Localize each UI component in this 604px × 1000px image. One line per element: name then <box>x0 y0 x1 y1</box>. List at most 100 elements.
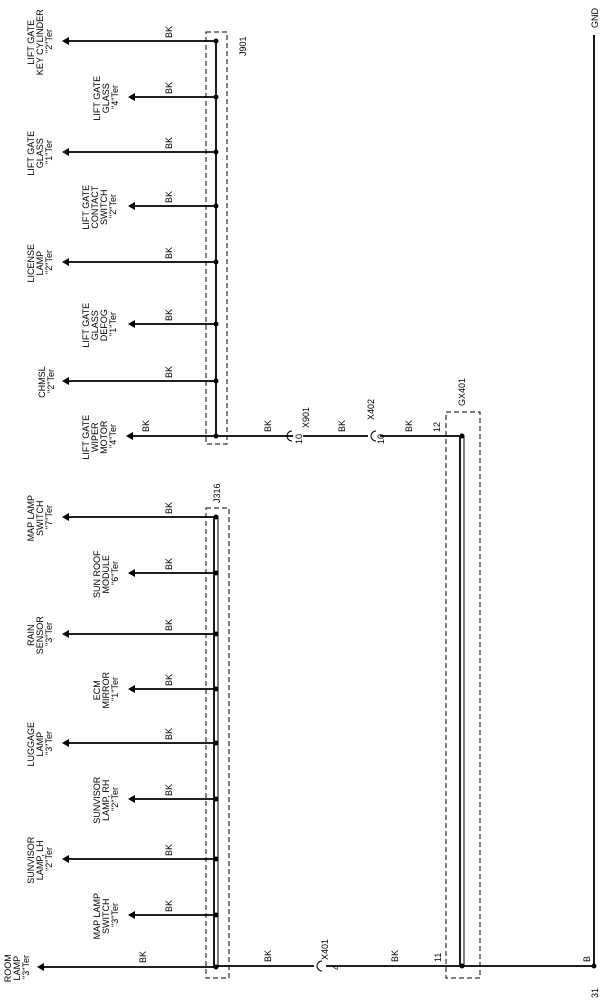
component-label: LICENSE LAMP "2"Ter <box>26 241 54 282</box>
wire-color-label: BK <box>263 950 273 962</box>
splice-dot <box>213 570 219 576</box>
wire-color-label: BK <box>263 420 273 432</box>
connector-terminal-icon <box>62 513 69 521</box>
lower-branch-8: BK MAP LAMP SWITCH "3"Ter <box>92 891 219 940</box>
upper-branch-4: BK LIFT GATE CONTACT SWITCH "2"Ter <box>81 182 219 230</box>
splice-dot <box>213 514 219 520</box>
x401-name-label: X401 <box>320 939 330 960</box>
splice-dot <box>213 912 219 918</box>
lower-branch-9: BK ROOM LAMP "3"Ter <box>3 951 219 982</box>
wire-color-label: BK <box>141 420 151 432</box>
component-label: LIFT GATE CONTACT SWITCH "2"Ter <box>81 182 118 229</box>
wire-color-label: BK <box>404 420 414 432</box>
upper-branch-1: BK LIFT GATE KEY CYLINDER "2"Ter <box>26 7 219 75</box>
lower-branch-6: BK SUNVISOR LAMP, RH "2"Ter <box>92 774 219 824</box>
wire-color-label: BK <box>164 728 174 740</box>
lower-branch-5: BK LUGGAGE LAMP "3"Ter <box>26 719 219 767</box>
component-label: LUGGAGE LAMP "3"Ter <box>26 719 54 766</box>
wire-color-label: BK <box>164 674 174 686</box>
connector-terminal-icon <box>128 93 135 101</box>
gx401-pin-label: 11 <box>433 953 443 962</box>
splice-dot <box>213 321 219 327</box>
wire-color-label: BK <box>164 784 174 796</box>
component-label: MAP LAMP SWITCH "7"Ter <box>26 493 54 542</box>
upper-branch-5: BK LICENSE LAMP "2"Ter <box>26 241 219 283</box>
wire-color-label: BK <box>164 82 174 94</box>
connector-terminal-icon <box>62 855 69 863</box>
component-label: LIFT GATE KEY CYLINDER "2"Ter <box>26 7 54 75</box>
gx401-pin-label: 12 <box>432 422 442 432</box>
lower-branch-7: BK SUNVISOR LAMP, LH "2"Ter <box>26 834 219 884</box>
connector-terminal-icon <box>128 685 135 693</box>
x401-pin-label: 4 <box>331 965 341 970</box>
ground-label: GND <box>590 8 600 29</box>
wire-color-label: BK <box>164 247 174 259</box>
x901-pin-label: 10 <box>294 434 304 444</box>
splice-dot <box>213 94 219 100</box>
x901-name-label: X901 <box>301 407 311 428</box>
component-label: SUNVISOR LAMP, RH "2"Ter <box>92 774 120 824</box>
wire-color-label: BK <box>337 420 347 432</box>
component-label: SUN ROOF MODULE "6"Ter <box>92 548 120 598</box>
splice-dot <box>213 149 219 155</box>
wire-color-label: BK <box>164 900 174 912</box>
connector-terminal-icon <box>62 37 69 45</box>
lower-branch-4: BK ECM MIRROR "1"Ter <box>92 669 219 709</box>
splice-dot <box>213 631 219 637</box>
component-label: LIFT GATE GLASS "1"Ter <box>26 128 54 175</box>
splice-dot <box>213 259 219 265</box>
upper-branch-3: BK LIFT GATE GLASS "1"Ter <box>26 128 219 176</box>
wire-color-label: BK <box>164 558 174 570</box>
ground-pin-label: 31 <box>590 988 600 998</box>
connector-terminal-icon <box>126 432 133 440</box>
x401-connector-icon <box>316 960 323 972</box>
wire-color-label: BK <box>164 309 174 321</box>
lower-branch-1: BK MAP LAMP SWITCH "7"Ter <box>26 493 219 542</box>
component-label: LIFT GATE GLASS "4"Ter <box>92 73 120 120</box>
splice-dot <box>213 686 219 692</box>
wire-color-label: BK <box>164 619 174 631</box>
wire-color-label: BK <box>164 844 174 856</box>
j901-junction-block <box>205 31 228 445</box>
component-label: ECM MIRROR "1"Ter <box>92 669 120 708</box>
upper-branch-6: BK LIFT GATE GLASS DEFOG "1"Ter <box>81 300 219 348</box>
connector-terminal-icon <box>62 739 69 747</box>
splice-dot <box>213 378 219 384</box>
j316-junction-block <box>205 507 230 979</box>
component-label: RAIN SENSOR "3"Ter <box>26 614 54 655</box>
j901-label: J901 <box>238 36 248 56</box>
ground-wire-label: B <box>582 956 592 962</box>
splice-dot <box>213 203 219 209</box>
gx401-label: GX401 <box>457 378 467 406</box>
wire-color-label: BK <box>164 502 174 514</box>
upper-branch-8: BK LIFT GATE WIPER MOTOR "4"Ter <box>81 415 219 460</box>
lower-branch-2: BK SUN ROOF MODULE "6"Ter <box>92 548 219 598</box>
wire-color-label: BK <box>390 950 400 962</box>
connector-terminal-icon <box>128 569 135 577</box>
lower-branch-3: BK RAIN SENSOR "3"Ter <box>26 614 219 655</box>
x901-connector-icon <box>286 430 293 442</box>
x402-pin-label: 10 <box>376 434 386 444</box>
splice-dot <box>213 740 219 746</box>
x402-name-label: X402 <box>366 399 376 420</box>
connector-terminal-icon <box>128 202 135 210</box>
upper-branch-2: BK LIFT GATE GLASS "4"Ter <box>92 73 219 121</box>
component-label: LIFT GATE GLASS DEFOG "1"Ter <box>81 300 118 347</box>
splice-dot <box>213 796 219 802</box>
j316-label: J316 <box>212 483 222 503</box>
upper-branch-7: BK CHMSL "2"Ter <box>37 364 219 398</box>
connector-terminal-icon <box>128 795 135 803</box>
component-label: CHMSL "2"Ter <box>37 364 56 398</box>
connector-terminal-icon <box>62 630 69 638</box>
connector-terminal-icon <box>62 258 69 266</box>
wire-color-label: BK <box>164 137 174 149</box>
x402-connector-icon <box>370 430 377 442</box>
splice-dot <box>213 856 219 862</box>
component-label: MAP LAMP SWITCH "3"Ter <box>92 891 120 940</box>
wire-color-label: BK <box>164 191 174 203</box>
component-label: SUNVISOR LAMP, LH "2"Ter <box>26 834 54 884</box>
wire-color-label: BK <box>164 366 174 378</box>
connector-terminal-icon <box>128 911 135 919</box>
wire-color-label: BK <box>138 951 148 963</box>
